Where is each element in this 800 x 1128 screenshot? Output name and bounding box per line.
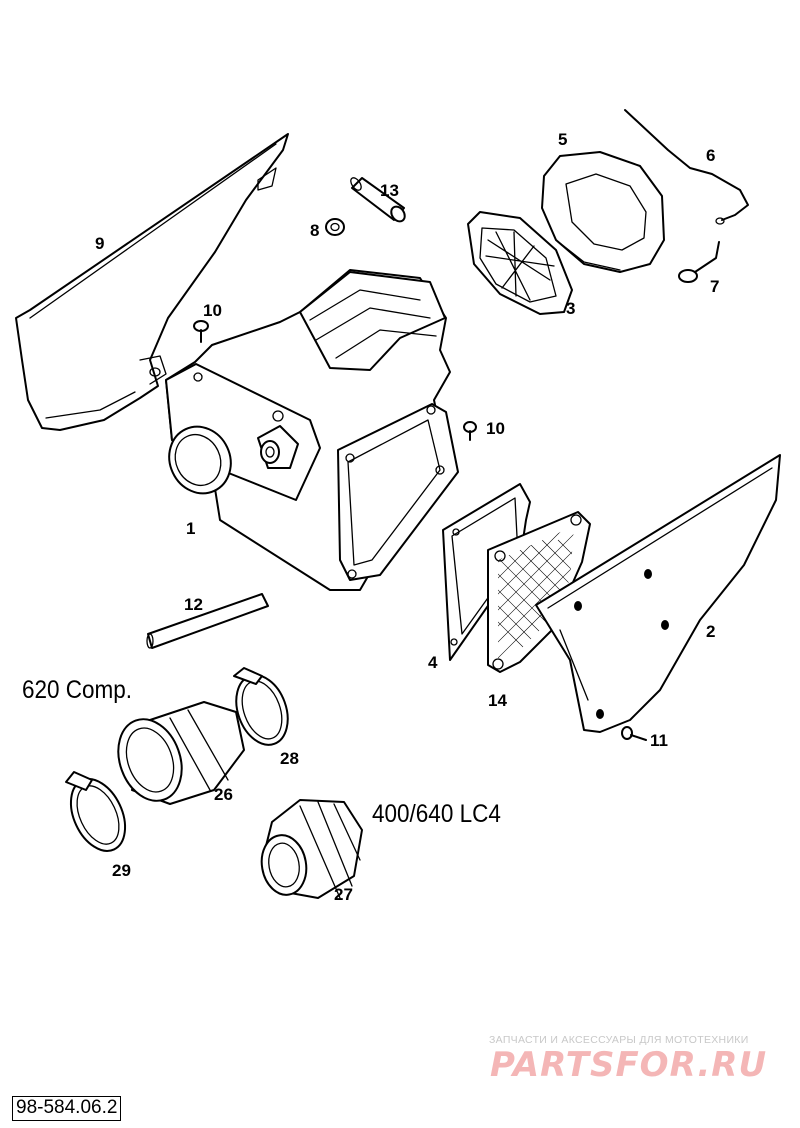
callout-4: 4 [428,653,438,672]
callout-6: 6 [706,146,716,165]
callout-28: 28 [280,749,299,768]
hose-part-12 [146,593,269,649]
filter-element-part-5 [541,151,665,273]
airbox-part-1 [165,269,459,591]
callout-10-upper: 10 [203,301,222,320]
callout-14: 14 [488,691,507,710]
screw-part-10-lower [463,421,477,441]
variant-label-400-640-lc4: 400/640 LC4 [372,800,501,828]
screw-part-10-upper [193,320,209,343]
callout-27: 27 [334,885,353,904]
grommet-part-8 [325,218,345,236]
left-side-cover-part-9 [15,133,289,431]
callout-29: 29 [112,861,131,880]
callout-1: 1 [186,519,196,538]
callout-13: 13 [380,181,399,200]
watermark-logo: PARTSFOR.RU [490,1045,768,1085]
callout-2: 2 [706,622,716,641]
drawing-number: 98-584.06.2 [12,1096,122,1121]
intake-boot-part-26 [117,701,245,805]
callout-11: 11 [650,731,668,750]
callout-7: 7 [710,277,720,296]
callout-10-lower: 10 [486,419,505,438]
callout-8: 8 [310,221,320,240]
sleeve-part-13 [350,177,406,223]
variant-label-620-comp: 620 Comp. [22,676,133,704]
right-side-cover-part-2 [535,454,781,733]
intake-boot-part-27 [260,799,363,899]
filter-cage-part-3 [467,211,573,315]
retaining-wire-part-6 [624,109,749,225]
watermark-caption: ЗАПЧАСТИ И АКСЕССУАРЫ ДЛЯ МОТОТЕХНИКИ [489,1034,749,1046]
screw-part-11 [621,726,647,741]
callout-5: 5 [558,130,568,149]
callout-26: 26 [214,785,233,804]
callout-9: 9 [95,234,105,253]
callout-3: 3 [566,299,576,318]
hose-clamp-part-28 [233,667,289,746]
callout-12: 12 [184,595,203,614]
pin-part-7 [678,241,720,283]
hose-clamp-part-29 [65,771,127,852]
